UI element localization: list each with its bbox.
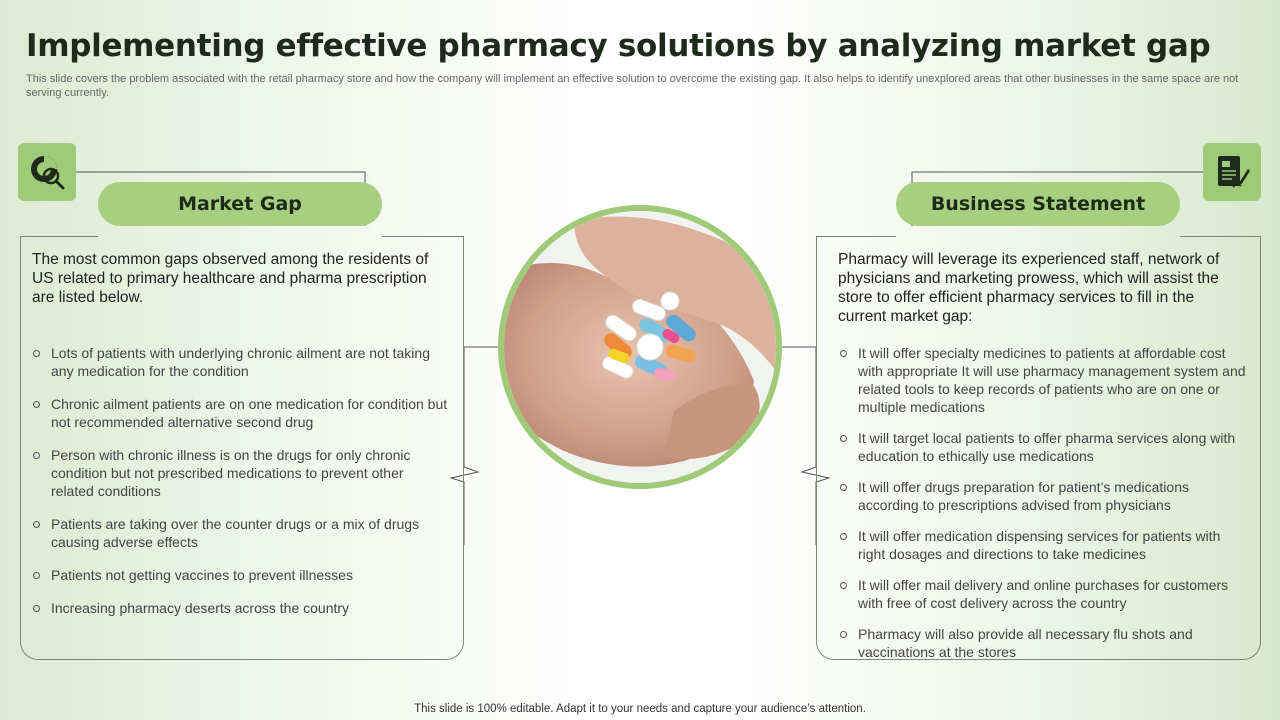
slide-subtitle: This slide covers the problem associated… (26, 73, 1239, 99)
document-signature-icon (1203, 143, 1261, 201)
business-statement-intro: Pharmacy will leverage its experienced s… (838, 251, 1220, 325)
business-statement-panel-top-left (816, 236, 896, 237)
market-gap-heading: Market Gap (98, 182, 382, 226)
list-item: It will offer mail delivery and online p… (840, 576, 1248, 612)
slide-title: Implementing effective pharmacy solution… (26, 28, 1211, 64)
list-item: Chronic ailment patients are on one medi… (33, 395, 448, 431)
market-gap-panel (20, 236, 464, 660)
market-gap-list: Lots of patients with underlying chronic… (33, 344, 448, 617)
market-gap-intro: The most common gaps observed among the … (32, 251, 429, 306)
market-gap-panel-top-right (382, 236, 464, 237)
market-gap-panel-top-left (20, 236, 98, 237)
business-statement-panel (816, 236, 1261, 660)
business-statement-list: It will offer specialty medicines to pat… (840, 344, 1248, 661)
list-item: It will offer specialty medicines to pat… (840, 344, 1248, 416)
business-statement-heading: Business Statement (896, 182, 1180, 226)
list-item: Patients not getting vaccines to prevent… (33, 566, 448, 584)
list-item: It will offer medication dispensing serv… (840, 527, 1248, 563)
list-item: Patients are taking over the counter dru… (33, 515, 448, 551)
list-item: Increasing pharmacy deserts across the c… (33, 599, 448, 617)
list-item: Pharmacy will also provide all necessary… (840, 625, 1248, 661)
list-item: Lots of patients with underlying chronic… (33, 344, 448, 380)
business-statement-panel-top-right (1180, 236, 1261, 237)
list-item: It will offer drugs preparation for pati… (840, 478, 1248, 514)
list-item: Person with chronic illness is on the dr… (33, 446, 448, 500)
center-image-frame (498, 205, 782, 489)
footer-note: This slide is 100% editable. Adapt it to… (414, 703, 866, 715)
hands-holding-pills-photo (504, 211, 776, 483)
list-item: It will target local patients to offer p… (840, 429, 1248, 465)
market-analysis-icon (18, 143, 76, 201)
